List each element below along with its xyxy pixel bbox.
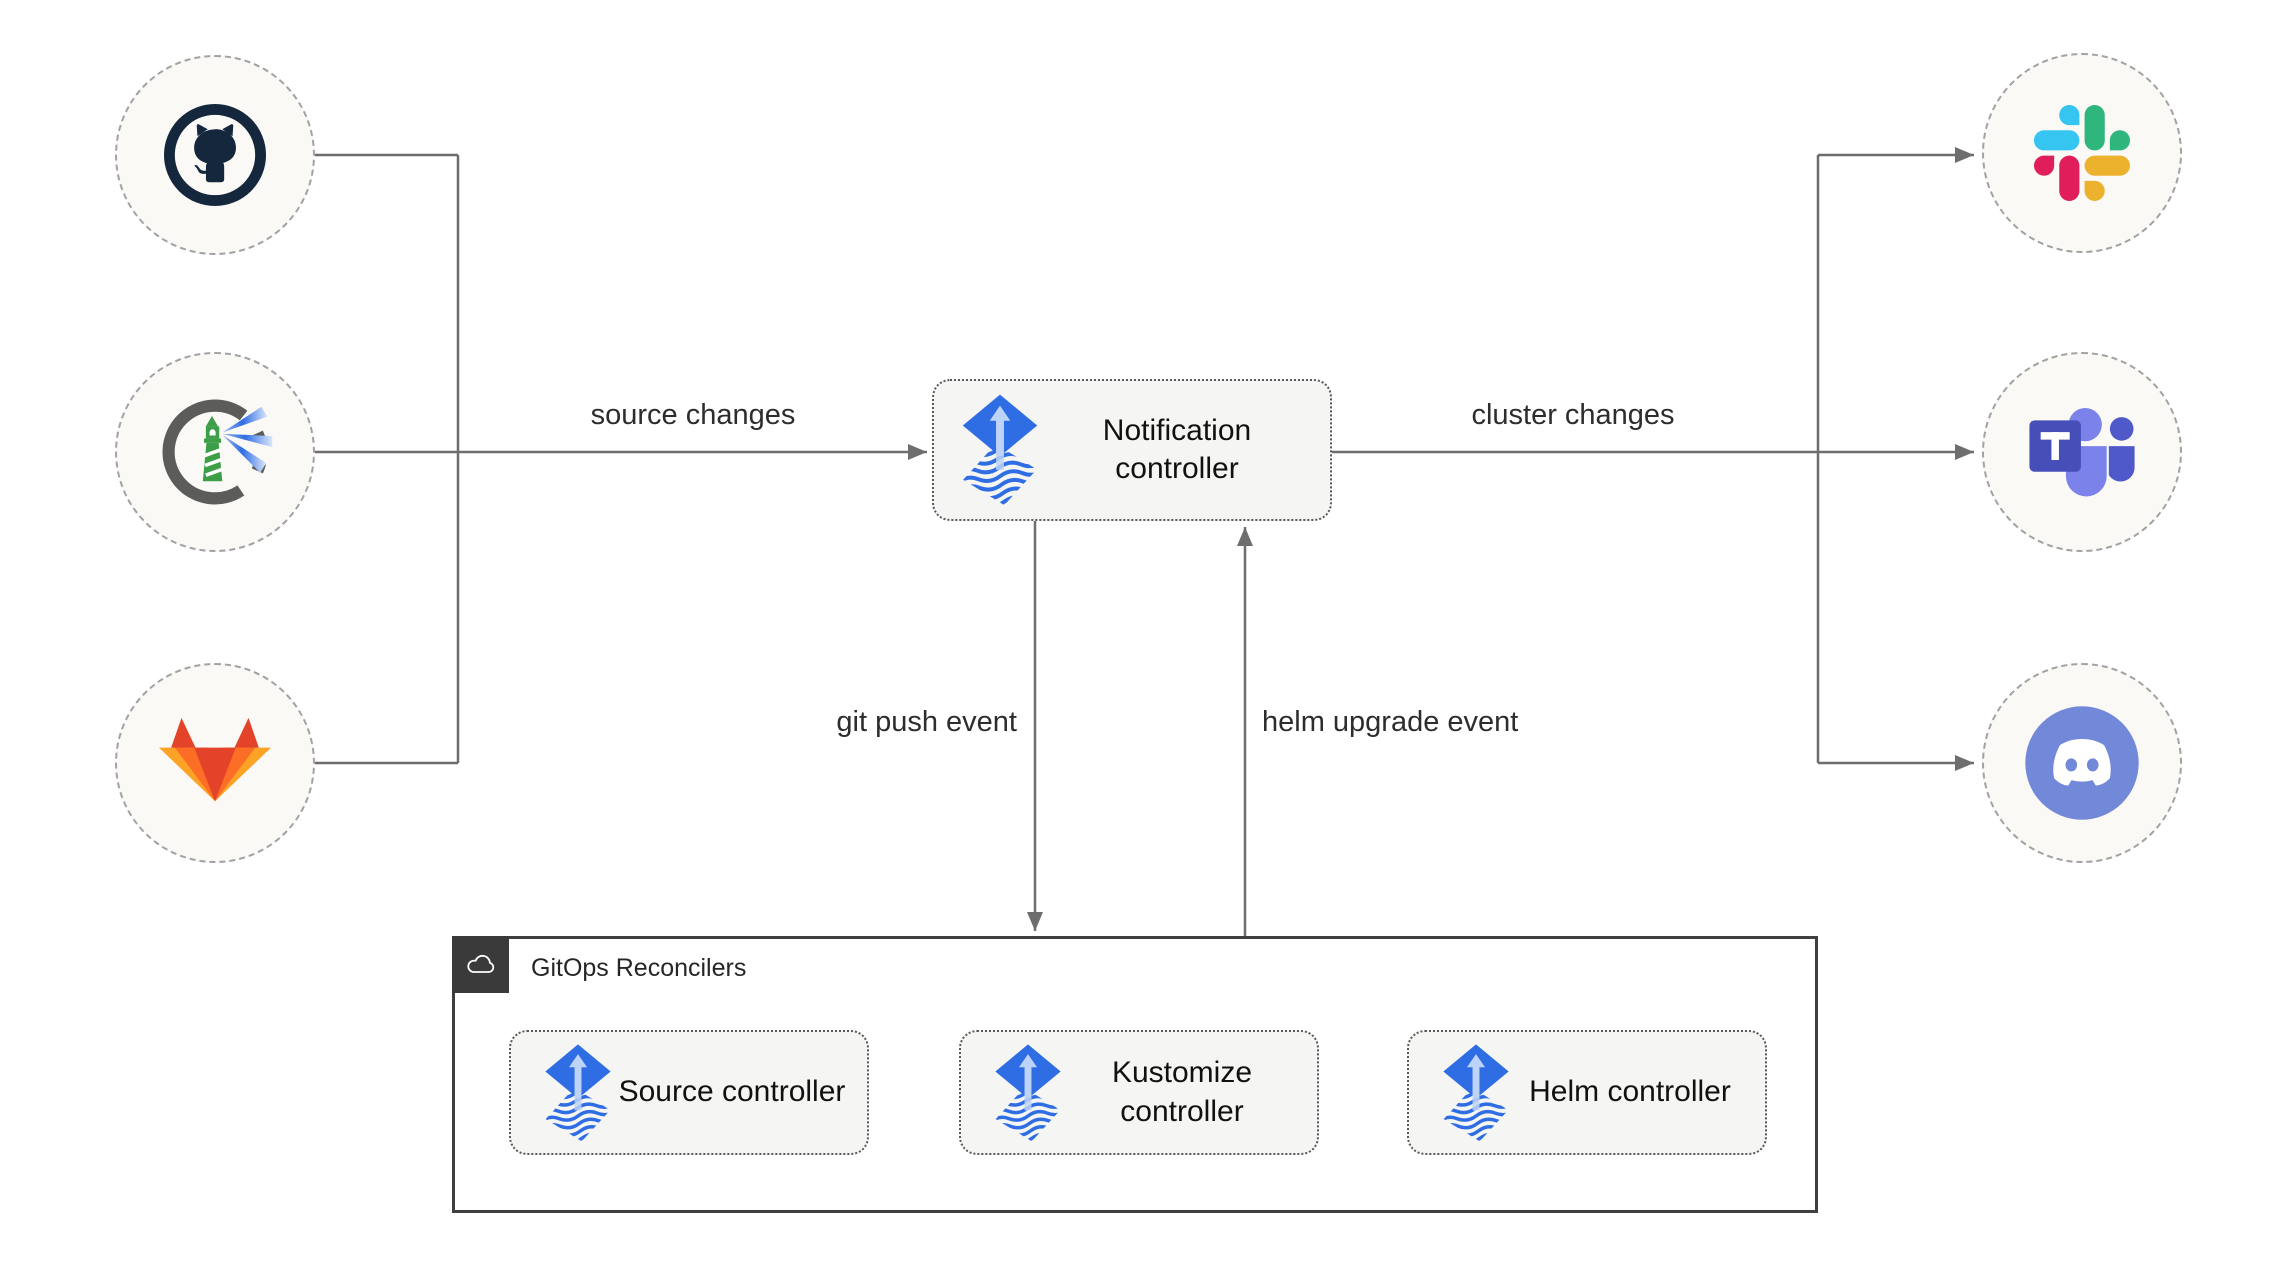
notification-controller-node: Notification controller: [932, 379, 1332, 521]
source-node-harbor: [115, 352, 315, 552]
slack-icon: [2034, 105, 2130, 201]
edge-label-helm-upgrade-event: helm upgrade event: [1262, 706, 1519, 738]
flux-icon: [1441, 1043, 1511, 1143]
harbor-icon: [154, 391, 276, 513]
node-label: Source controller: [618, 1075, 846, 1109]
gitlab-icon: [154, 716, 276, 811]
target-node-slack: [1982, 53, 2182, 253]
source-node-gitlab: [115, 663, 315, 863]
group-badge: [452, 936, 509, 993]
edge-label-cluster-changes: cluster changes: [1471, 399, 1675, 431]
node-label: Kustomize controller: [1111, 1056, 1253, 1128]
flux-icon: [960, 393, 1040, 507]
source-controller-node: Source controller: [509, 1030, 869, 1155]
discord-icon: [2019, 700, 2145, 826]
teams-icon: [2023, 401, 2141, 504]
node-label: Notification controller: [1102, 413, 1252, 485]
github-icon: [158, 98, 272, 212]
helm-controller-node: Helm controller: [1407, 1030, 1767, 1155]
node-label: Helm controller: [1529, 1075, 1731, 1109]
source-node-github: [115, 55, 315, 255]
cloud-icon: [464, 953, 498, 977]
kustomize-controller-node: Kustomize controller: [959, 1030, 1319, 1155]
target-node-discord: [1982, 663, 2182, 863]
edge-label-source-changes: source changes: [590, 399, 796, 431]
flux-icon: [543, 1043, 613, 1143]
flux-icon: [993, 1043, 1063, 1143]
group-title: GitOps Reconcilers: [531, 954, 747, 982]
gitops-reconcilers-group: GitOps Reconcilers Source controller Kus…: [452, 936, 1818, 1213]
target-node-teams: [1982, 352, 2182, 552]
edge-label-git-push-event: git push event: [836, 706, 1017, 738]
